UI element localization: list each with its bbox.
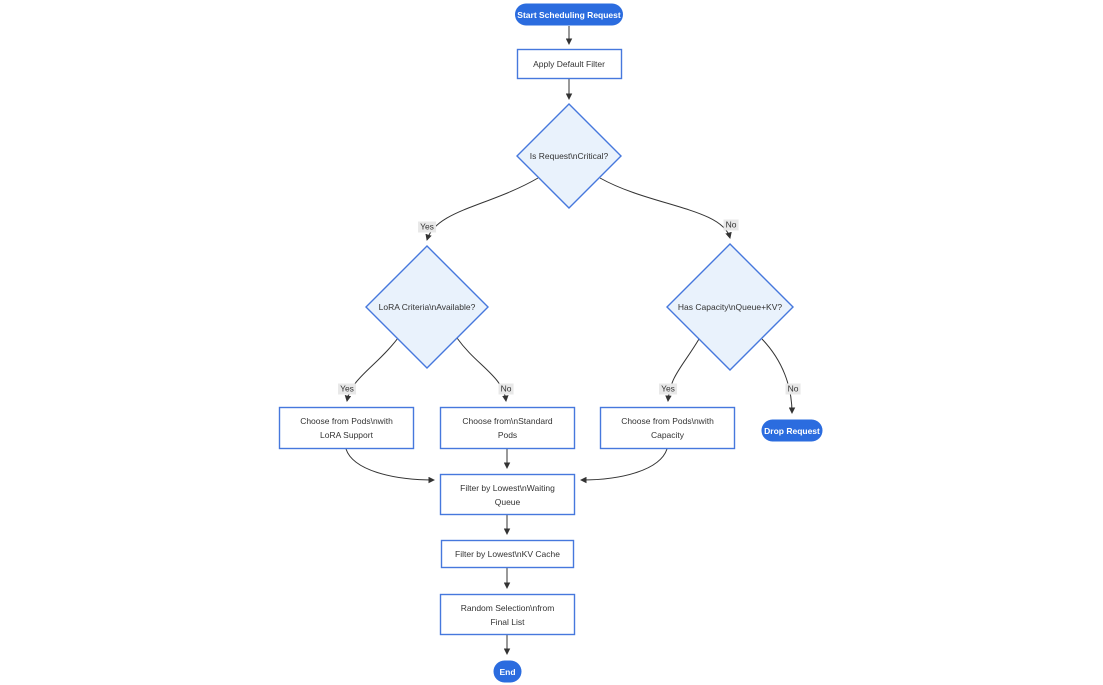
edge-label-no-capacity: No — [785, 383, 801, 395]
node-choose-capacity-shape — [599, 406, 736, 450]
node-filter-queue-shape — [439, 473, 576, 516]
edge-label-no-critical: No — [723, 219, 739, 231]
node-start-label: Start Scheduling Request — [517, 10, 621, 20]
node-filter-queue-label: Filter by Lowest\nWaiting Queue — [460, 482, 555, 507]
node-choose-standard-shape — [439, 406, 576, 450]
node-filter-kv-shape — [440, 539, 575, 569]
node-choose-lora-shape — [278, 406, 415, 450]
node-is-critical-shape — [516, 103, 622, 209]
node-choose-lora-label: Choose from Pods\nwith LoRA Support — [300, 416, 393, 440]
node-drop-request-label: Drop Request — [764, 426, 820, 436]
node-filter-kv-label: Filter by Lowest\nKV Cache — [455, 549, 560, 559]
edge-label-no-lora: No — [498, 383, 514, 395]
node-random-selection-label: Random Selection\nfrom Final List — [460, 602, 555, 627]
edge-label-yes-capacity: Yes — [659, 383, 677, 395]
edge-choose-capacity-to-filter-queue — [580, 448, 668, 484]
node-apply-filter-shape — [516, 48, 623, 80]
node-lora-criteria-label: LoRA Criteria\nAvailable? — [378, 302, 476, 312]
node-drop-request-shape — [761, 419, 823, 442]
edge-label-yes-lora: Yes — [338, 383, 356, 395]
edge-choose-lora-to-filter-queue — [345, 448, 435, 484]
node-random-selection-shape — [439, 593, 576, 636]
node-lora-criteria-shape — [365, 245, 489, 369]
node-apply-filter-label: Apply Default Filter — [533, 59, 605, 69]
node-choose-standard-label: Choose from\nStandard Pods — [462, 416, 553, 440]
node-has-capacity-label: Has Capacity\nQueue+KV? — [677, 302, 783, 312]
edge-is-critical-no — [599, 177, 732, 239]
edge-is-critical-yes — [425, 177, 539, 241]
node-choose-capacity-label: Choose from Pods\nwith Capacity — [621, 416, 714, 440]
node-end-shape — [493, 660, 522, 683]
edge-has-capacity-no — [761, 338, 796, 414]
node-end-label: End — [499, 666, 516, 677]
node-is-critical-label: Is Request\nCritical? — [529, 151, 609, 161]
node-start-shape — [515, 3, 623, 26]
node-has-capacity-shape — [666, 243, 794, 371]
edge-label-yes-critical: Yes — [418, 221, 436, 233]
